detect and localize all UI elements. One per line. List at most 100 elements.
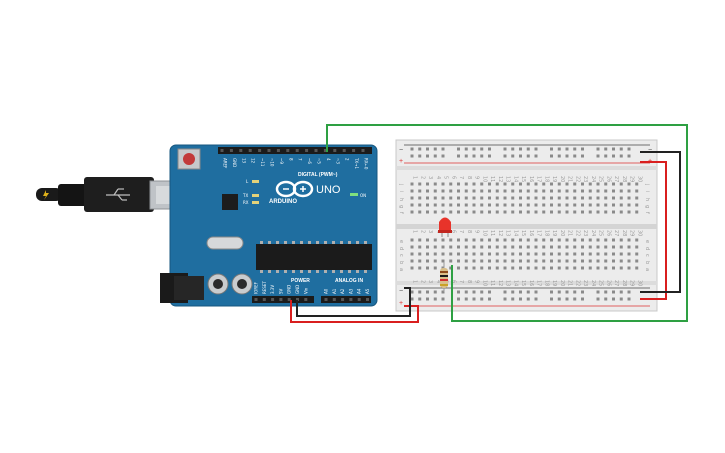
- rail-hole[interactable]: [612, 154, 615, 158]
- breadboard-hole[interactable]: [449, 266, 453, 270]
- breadboard-hole[interactable]: [480, 252, 484, 256]
- breadboard-hole[interactable]: [441, 196, 445, 200]
- rail-hole[interactable]: [433, 297, 437, 301]
- breadboard-hole[interactable]: [418, 203, 422, 207]
- pin-socket[interactable]: [239, 149, 243, 152]
- breadboard-hole[interactable]: [426, 203, 429, 207]
- breadboard-hole[interactable]: [542, 252, 546, 256]
- breadboard-hole[interactable]: [550, 182, 553, 186]
- breadboard-hole[interactable]: [441, 245, 445, 249]
- rail-hole[interactable]: [511, 147, 515, 151]
- wire-black-gnd[interactable]: [296, 287, 411, 317]
- breadboard-hole[interactable]: [480, 259, 484, 263]
- breadboard-hole[interactable]: [619, 245, 623, 249]
- rail-hole[interactable]: [534, 297, 538, 301]
- breadboard-hole[interactable]: [410, 210, 414, 214]
- breadboard-hole[interactable]: [511, 245, 515, 249]
- power-jack[interactable]: [160, 273, 204, 303]
- breadboard-hole[interactable]: [526, 189, 530, 193]
- rail-hole[interactable]: [464, 147, 468, 151]
- breadboard-hole[interactable]: [604, 238, 608, 242]
- breadboard-hole[interactable]: [495, 203, 499, 207]
- breadboard-hole[interactable]: [503, 259, 507, 263]
- breadboard-hole[interactable]: [635, 203, 639, 207]
- breadboard-hole[interactable]: [550, 266, 553, 270]
- breadboard[interactable]: 1112223334445556667778889991010101111111…: [395, 139, 658, 312]
- rail-hole[interactable]: [573, 154, 577, 158]
- rail-hole[interactable]: [464, 297, 468, 301]
- breadboard-hole[interactable]: [596, 189, 600, 193]
- breadboard-hole[interactable]: [433, 252, 437, 256]
- breadboard-hole[interactable]: [534, 259, 538, 263]
- breadboard-hole[interactable]: [503, 189, 507, 193]
- breadboard-hole[interactable]: [588, 266, 592, 270]
- breadboard-hole[interactable]: [503, 196, 507, 200]
- breadboard-hole[interactable]: [635, 252, 639, 256]
- breadboard-hole[interactable]: [464, 259, 468, 263]
- breadboard-hole[interactable]: [526, 238, 530, 242]
- pin-socket[interactable]: [342, 149, 346, 152]
- rail-hole[interactable]: [503, 290, 507, 294]
- breadboard-hole[interactable]: [511, 266, 515, 270]
- breadboard-hole[interactable]: [464, 182, 468, 186]
- breadboard-hole[interactable]: [635, 259, 639, 263]
- breadboard-hole[interactable]: [588, 259, 592, 263]
- breadboard-hole[interactable]: [627, 245, 631, 249]
- wire-green-pin-to-breadboard[interactable]: [326, 124, 688, 322]
- rail-hole[interactable]: [627, 147, 631, 151]
- pin-socket[interactable]: [361, 149, 365, 152]
- rail-hole[interactable]: [596, 147, 600, 151]
- rail-hole[interactable]: [480, 290, 484, 294]
- rail-hole[interactable]: [627, 290, 631, 294]
- breadboard-hole[interactable]: [526, 266, 530, 270]
- breadboard-hole[interactable]: [542, 266, 546, 270]
- breadboard-hole[interactable]: [557, 238, 561, 242]
- wire-black-rail-bridge[interactable]: [640, 151, 681, 293]
- breadboard-hole[interactable]: [635, 196, 639, 200]
- rail-hole[interactable]: [619, 290, 623, 294]
- breadboard-hole[interactable]: [557, 203, 561, 207]
- breadboard-hole[interactable]: [635, 266, 639, 270]
- breadboard-hole[interactable]: [433, 266, 437, 270]
- breadboard-hole[interactable]: [495, 245, 499, 249]
- reset-button[interactable]: [177, 148, 201, 170]
- rail-hole[interactable]: [441, 290, 445, 294]
- breadboard-hole[interactable]: [612, 196, 615, 200]
- breadboard-hole[interactable]: [410, 189, 414, 193]
- rail-hole[interactable]: [573, 147, 577, 151]
- breadboard-hole[interactable]: [464, 266, 468, 270]
- breadboard-hole[interactable]: [464, 210, 468, 214]
- breadboard-hole[interactable]: [588, 203, 592, 207]
- pin-socket[interactable]: [323, 149, 327, 152]
- breadboard-hole[interactable]: [433, 182, 437, 186]
- breadboard-hole[interactable]: [472, 259, 476, 263]
- breadboard-hole[interactable]: [410, 252, 414, 256]
- breadboard-hole[interactable]: [511, 252, 515, 256]
- rail-hole[interactable]: [550, 154, 553, 158]
- rail-hole[interactable]: [410, 290, 414, 294]
- breadboard-hole[interactable]: [604, 252, 608, 256]
- breadboard-hole[interactable]: [635, 210, 639, 214]
- breadboard-hole[interactable]: [565, 182, 569, 186]
- breadboard-hole[interactable]: [565, 196, 569, 200]
- rail-hole[interactable]: [619, 297, 623, 301]
- breadboard-hole[interactable]: [627, 189, 631, 193]
- breadboard-hole[interactable]: [635, 189, 639, 193]
- breadboard-hole[interactable]: [573, 266, 577, 270]
- digital-pin-header[interactable]: [218, 147, 372, 154]
- breadboard-hole[interactable]: [534, 203, 538, 207]
- breadboard-hole[interactable]: [604, 203, 608, 207]
- breadboard-hole[interactable]: [418, 182, 422, 186]
- breadboard-hole[interactable]: [418, 189, 422, 193]
- rail-hole[interactable]: [550, 290, 553, 294]
- pin-socket[interactable]: [295, 149, 299, 152]
- breadboard-hole[interactable]: [596, 203, 600, 207]
- breadboard-hole[interactable]: [596, 238, 600, 242]
- pin-socket[interactable]: [333, 149, 337, 152]
- breadboard-hole[interactable]: [511, 196, 515, 200]
- rail-hole[interactable]: [519, 297, 522, 301]
- breadboard-hole[interactable]: [526, 203, 530, 207]
- breadboard-hole[interactable]: [410, 196, 414, 200]
- breadboard-hole[interactable]: [542, 259, 546, 263]
- breadboard-hole[interactable]: [604, 245, 608, 249]
